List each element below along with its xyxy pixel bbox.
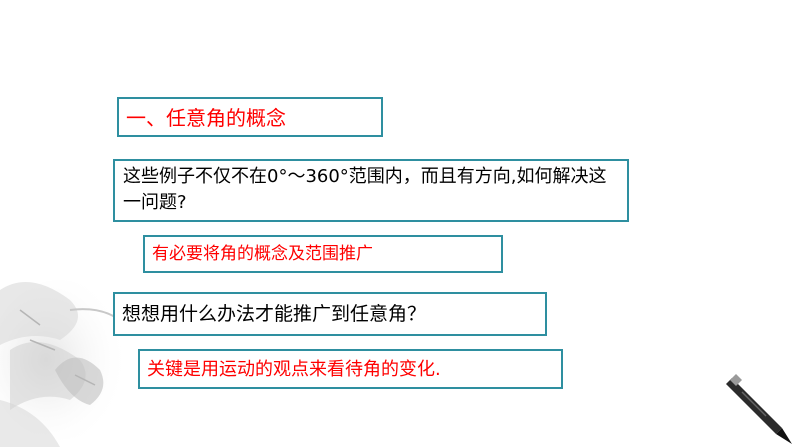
question-text-1: 这些例子不仅不在0°～360°范围内，而且有方向,如何解决这一问题? xyxy=(113,159,629,222)
flower-illustration xyxy=(0,280,131,447)
answer-text-2: 关键是用运动的观点来看待角的变化. xyxy=(138,349,563,389)
answer-text-1: 有必要将角的概念及范围推广 xyxy=(143,235,503,273)
question-text-2: 想想用什么办法才能推广到任意角？ xyxy=(113,292,547,336)
section-heading: 一、任意角的概念 xyxy=(117,97,383,137)
brush-icon xyxy=(726,374,792,444)
